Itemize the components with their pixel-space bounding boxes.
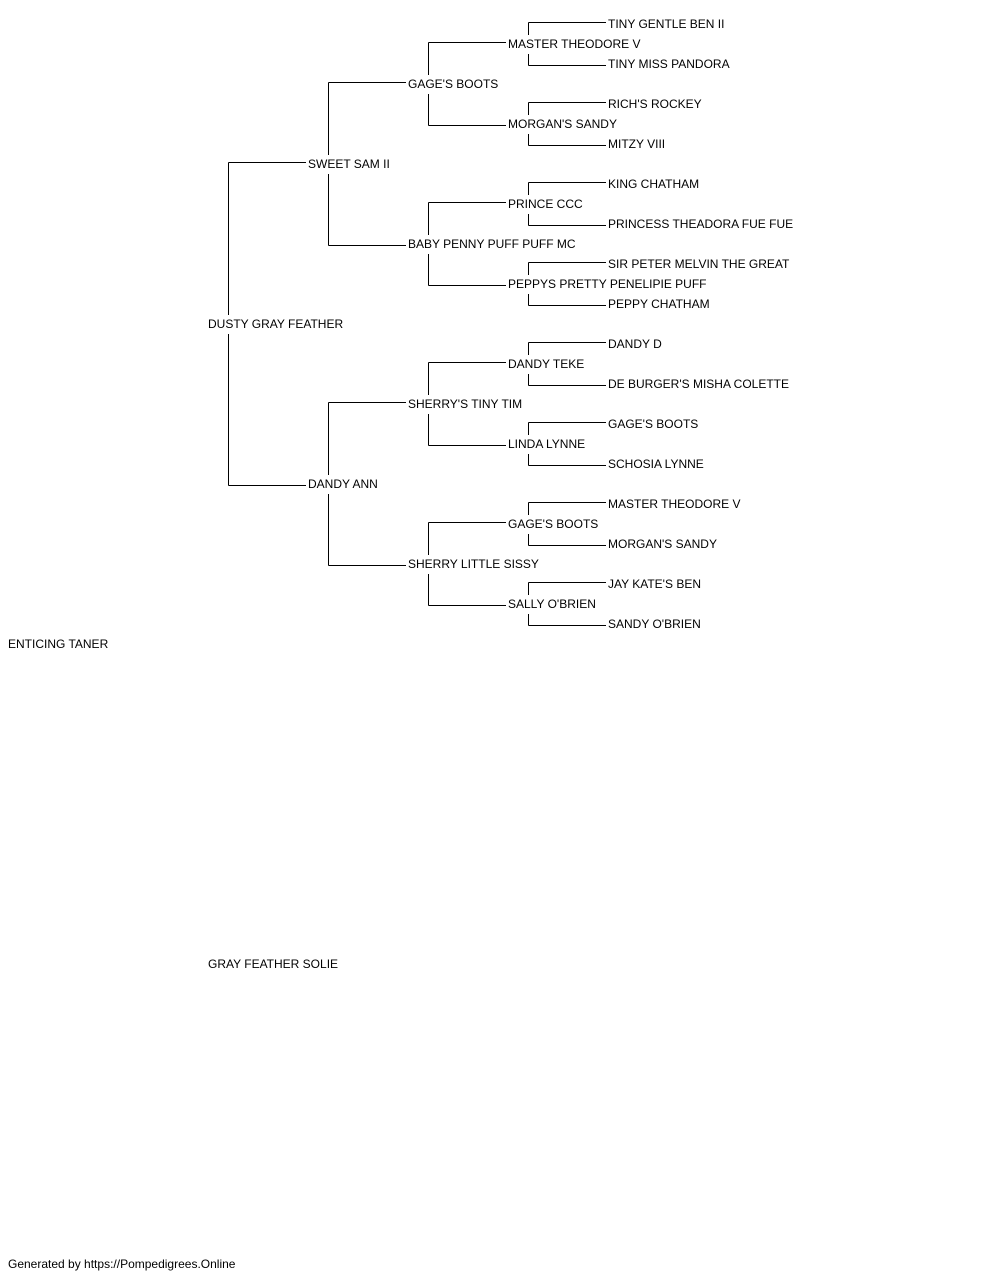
sd-sire-name: SHERRY'S TINY TIM: [408, 397, 523, 411]
sdd-sire-name: GAGE'S BOOTS: [508, 517, 599, 531]
ssdd-sire-name: SIR PETER MELVIN THE GREAT: [608, 257, 790, 271]
sds-sire-name: DANDY TEKE: [508, 357, 585, 371]
sdsd-sire-name: GAGE'S BOOTS: [608, 417, 699, 431]
sire-dam-name: DANDY ANN: [308, 477, 378, 491]
sdss-dam-name: DE BURGER'S MISHA COLETTE: [608, 377, 789, 391]
sire-sire-name: SWEET SAM II: [308, 157, 390, 171]
sss-dam-name: MORGAN'S SANDY: [508, 117, 617, 131]
footer-credit: Generated by https://Pompedigrees.Online: [8, 1257, 236, 1271]
ss-dam-name: BABY PENNY PUFF PUFF MC: [408, 237, 576, 251]
ssds-dam-name: PRINCESS THEADORA FUE FUE: [608, 217, 794, 231]
sd-dam-name: SHERRY LITTLE SISSY: [408, 557, 539, 571]
ssss-dam-name: TINY MISS PANDORA: [608, 57, 730, 71]
subject-name: ENTICING TANER: [8, 637, 109, 651]
sire-name: DUSTY GRAY FEATHER: [208, 317, 344, 331]
sddd-dam-name: SANDY O'BRIEN: [608, 617, 701, 631]
ssd-sire-name: PRINCE CCC: [508, 197, 583, 211]
ssds-sire-name: KING CHATHAM: [608, 177, 700, 191]
ssss-sire-name: TINY GENTLE BEN II: [608, 17, 725, 31]
ssd-dam-name: PEPPYS PRETTY PENELIPIE PUFF: [508, 277, 707, 291]
sdds-dam-name: MORGAN'S SANDY: [608, 537, 717, 551]
sdd-dam-name: SALLY O'BRIEN: [508, 597, 596, 611]
sssd-dam-name: MITZY VIII: [608, 137, 666, 151]
sddd-sire-name: JAY KATE'S BEN: [608, 577, 701, 591]
sss-sire-name: MASTER THEODORE V: [508, 37, 641, 51]
sssd-sire-name: RICH'S ROCKEY: [608, 97, 702, 111]
sdsd-dam-name: SCHOSIA LYNNE: [608, 457, 704, 471]
ssdd-dam-name: PEPPY CHATHAM: [608, 297, 710, 311]
dam-name: GRAY FEATHER SOLIE: [208, 957, 339, 971]
sdss-sire-name: DANDY D: [608, 337, 662, 351]
ss-sire-name: GAGE'S BOOTS: [408, 77, 499, 91]
sdds-sire-name: MASTER THEODORE V: [608, 497, 741, 511]
sds-dam-name: LINDA LYNNE: [508, 437, 586, 451]
